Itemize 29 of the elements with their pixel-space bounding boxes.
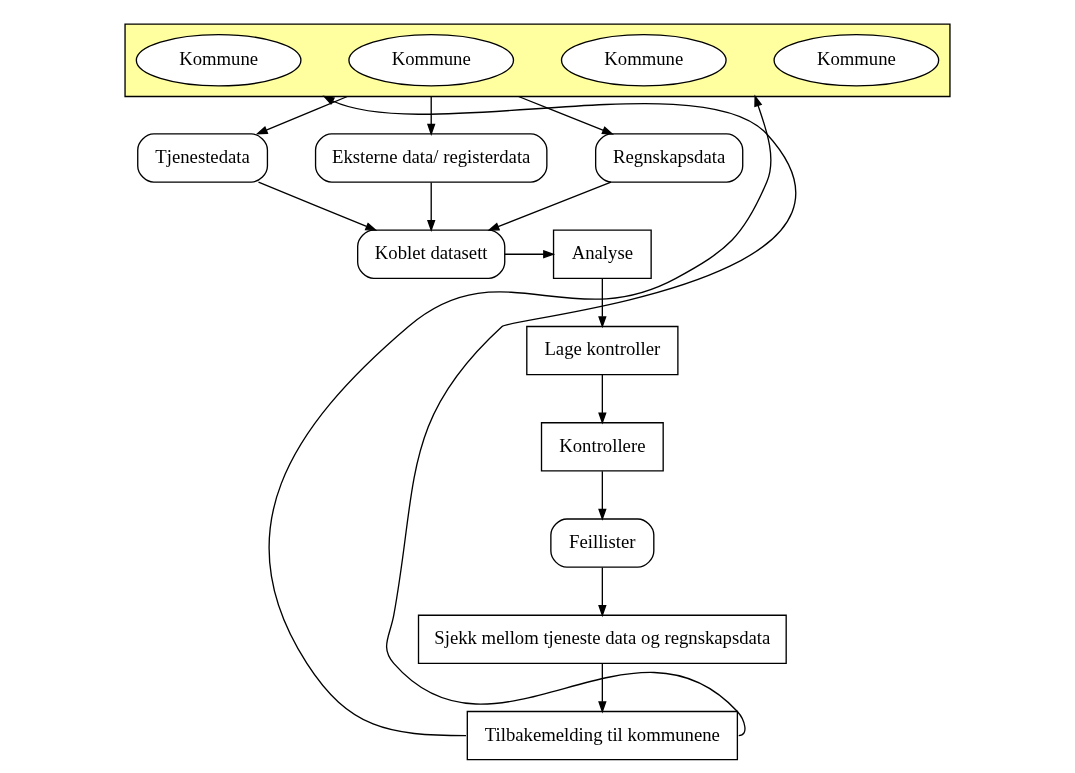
- arrow: [322, 95, 797, 737]
- arrow: [427, 181, 436, 233]
- node-ellipse: Kommune: [560, 33, 727, 87]
- node-ellipse: Kommune: [135, 33, 302, 87]
- node-box: Kontrollere: [540, 422, 664, 472]
- arrow: [504, 250, 556, 259]
- node-box: Sjekk mellom tjeneste data og regnskapsdata: [417, 614, 787, 665]
- node-box: Regnskapsdata: [595, 133, 744, 183]
- node-box: Lage kontroller: [526, 325, 679, 376]
- arrow: [598, 470, 607, 521]
- node-box: Feillister: [550, 518, 655, 568]
- node-ellipse: Kommune: [773, 33, 940, 87]
- arrow: [268, 94, 772, 737]
- arrow: [598, 278, 607, 329]
- node-ellipse: Kommune: [348, 33, 515, 87]
- arrow: [598, 374, 607, 425]
- arrow: [598, 663, 607, 714]
- arrow: [255, 95, 348, 135]
- arrow: [598, 566, 607, 618]
- arrow: [257, 181, 378, 231]
- arrow: [427, 95, 436, 136]
- arrow: [487, 181, 612, 231]
- cluster: [124, 23, 951, 98]
- node-box: Eksterne data/ registerdata: [314, 133, 548, 183]
- node-box: Analyse: [552, 229, 652, 279]
- node-box: Tjenestedata: [137, 133, 269, 183]
- node-box: Koblet datasett: [357, 229, 506, 279]
- arrow: [517, 95, 615, 135]
- node-box: Tilbakemelding til kommunene: [466, 710, 739, 761]
